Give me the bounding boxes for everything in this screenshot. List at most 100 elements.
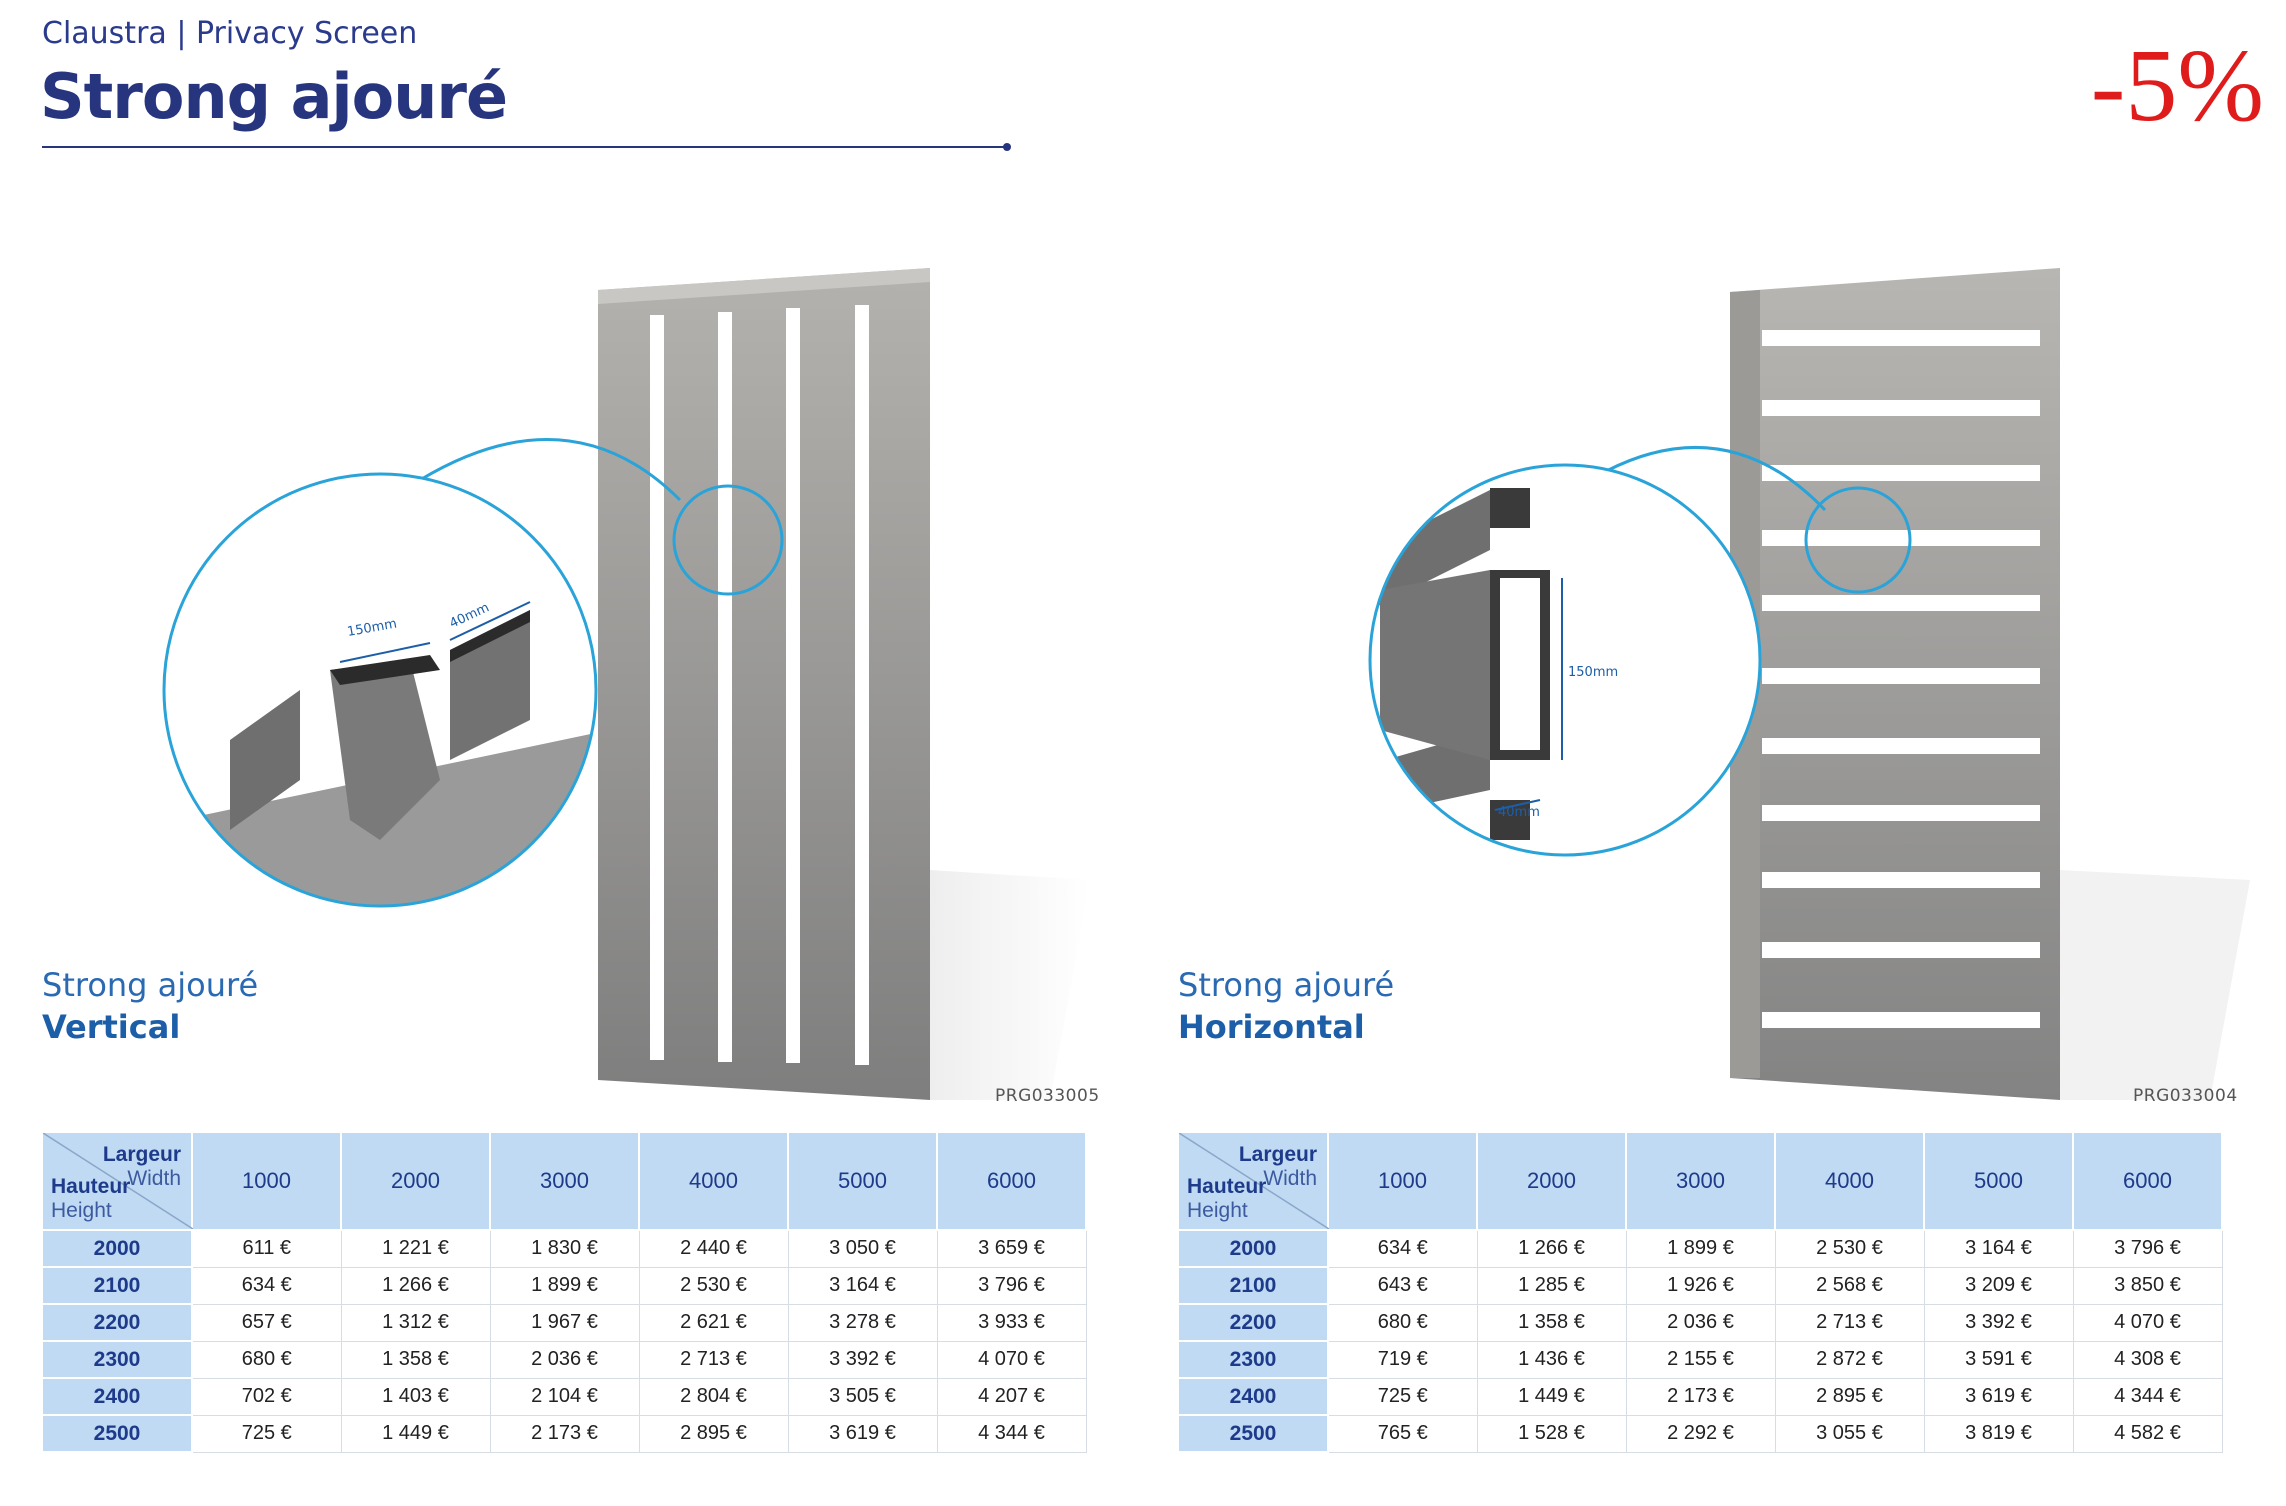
table-row: 2400 702 € 1 403 € 2 104 € 2 804 € 3 505… — [41, 1377, 1087, 1416]
floor-shadow — [930, 870, 1090, 1100]
table-row: 2200 680 € 1 358 € 2 036 € 2 713 € 3 392… — [1177, 1303, 2223, 1342]
price-cell: 4 344 € — [2072, 1377, 2223, 1416]
price-cell: 3 392 € — [1923, 1303, 2074, 1342]
price-cell: 1 967 € — [489, 1303, 640, 1342]
dimension-label: 40mm — [1498, 805, 1540, 820]
variant-orientation: Vertical — [42, 1008, 181, 1046]
panel-slot — [1762, 400, 2040, 416]
price-cell: 4 070 € — [936, 1340, 1087, 1379]
width-column-header: 1000 — [1327, 1131, 1478, 1231]
price-cell: 2 440 € — [638, 1229, 789, 1268]
price-cell: 2 621 € — [638, 1303, 789, 1342]
table-row: 2100 643 € 1 285 € 1 926 € 2 568 € 3 209… — [1177, 1266, 2223, 1305]
price-cell: 3 796 € — [2072, 1229, 2223, 1268]
width-column-header: 5000 — [1923, 1131, 2074, 1231]
height-row-header: 2200 — [41, 1303, 193, 1342]
price-cell: 643 € — [1327, 1266, 1478, 1305]
price-cell: 2 872 € — [1774, 1340, 1925, 1379]
price-cell: 3 164 € — [1923, 1229, 2074, 1268]
panel-slot — [1762, 805, 2040, 821]
vertical-panel-illustration: 150mm 40mm — [162, 268, 1090, 1100]
price-cell: 765 € — [1327, 1414, 1478, 1453]
price-cell: 3 850 € — [2072, 1266, 2223, 1305]
panel-slot — [718, 312, 732, 1062]
price-cell: 3 505 € — [787, 1377, 938, 1416]
width-column-header: 3000 — [1625, 1131, 1776, 1231]
price-cell: 1 358 € — [1476, 1303, 1627, 1342]
panel-slot — [1762, 668, 2040, 684]
height-row-header: 2100 — [1177, 1266, 1329, 1305]
price-cell: 1 403 € — [340, 1377, 491, 1416]
width-label-en: Width — [1263, 1167, 1317, 1190]
width-label-fr: Largeur — [102, 1143, 181, 1166]
height-label-en: Height — [1187, 1199, 1248, 1222]
price-cell: 680 € — [1327, 1303, 1478, 1342]
price-cell: 3 278 € — [787, 1303, 938, 1342]
price-cell: 2 713 € — [638, 1340, 789, 1379]
price-cell: 3 819 € — [1923, 1414, 2074, 1453]
panel-slot — [855, 305, 869, 1065]
width-column-header: 2000 — [1476, 1131, 1627, 1231]
price-cell: 1 358 € — [340, 1340, 491, 1379]
price-cell: 1 221 € — [340, 1229, 491, 1268]
price-cell: 2 568 € — [1774, 1266, 1925, 1305]
width-column-header: 6000 — [2072, 1131, 2223, 1231]
height-row-header: 2000 — [1177, 1229, 1329, 1268]
price-cell: 657 € — [191, 1303, 342, 1342]
horizontal-panel-illustration: 150mm 40mm — [1368, 268, 2250, 1100]
height-label-en: Height — [51, 1199, 112, 1222]
price-cell: 3 659 € — [936, 1229, 1087, 1268]
variant-name: Strong ajouré — [42, 966, 259, 1004]
variant-orientation: Horizontal — [1178, 1008, 1365, 1046]
price-cell: 1 312 € — [340, 1303, 491, 1342]
price-cell: 2 895 € — [638, 1414, 789, 1453]
width-column-header: 1000 — [191, 1131, 342, 1231]
price-cell: 680 € — [191, 1340, 342, 1379]
table-row: 2000 634 € 1 266 € 1 899 € 2 530 € 3 164… — [1177, 1229, 2223, 1268]
zoom-marker — [672, 484, 784, 596]
price-cell: 3 392 € — [787, 1340, 938, 1379]
table-row: 2100 634 € 1 266 € 1 899 € 2 530 € 3 164… — [41, 1266, 1087, 1305]
table-row: 2500 765 € 1 528 € 2 292 € 3 055 € 3 819… — [1177, 1414, 2223, 1453]
price-cell: 1 266 € — [340, 1266, 491, 1305]
table-row: 2200 657 € 1 312 € 1 967 € 2 621 € 3 278… — [41, 1303, 1087, 1342]
height-row-header: 2400 — [41, 1377, 193, 1416]
price-cell: 2 530 € — [638, 1266, 789, 1305]
width-column-header: 5000 — [787, 1131, 938, 1231]
price-cell: 2 713 € — [1774, 1303, 1925, 1342]
price-cell: 3 933 € — [936, 1303, 1087, 1342]
panel-slot — [650, 315, 664, 1060]
panel-frame — [598, 268, 930, 1100]
height-row-header: 2500 — [41, 1414, 193, 1453]
price-cell: 2 036 € — [1625, 1303, 1776, 1342]
panel-slot — [786, 308, 800, 1063]
height-row-header: 2300 — [41, 1340, 193, 1379]
title-underline — [42, 146, 1007, 148]
price-cell: 1 830 € — [489, 1229, 640, 1268]
height-row-header: 2400 — [1177, 1377, 1329, 1416]
table-row: 2500 725 € 1 449 € 2 173 € 2 895 € 3 619… — [41, 1414, 1087, 1453]
price-cell: 2 292 € — [1625, 1414, 1776, 1453]
profile-detail — [164, 474, 596, 906]
panel-slot — [1762, 465, 2040, 481]
price-cell: 3 164 € — [787, 1266, 938, 1305]
table-row: 2000 611 € 1 221 € 1 830 € 2 440 € 3 050… — [41, 1229, 1087, 1268]
price-cell: 2 173 € — [1625, 1377, 1776, 1416]
price-cell: 2 173 € — [489, 1414, 640, 1453]
table-row: 2300 680 € 1 358 € 2 036 € 2 713 € 3 392… — [41, 1340, 1087, 1379]
price-cell: 1 449 € — [1476, 1377, 1627, 1416]
price-cell: 702 € — [191, 1377, 342, 1416]
variant-name: Strong ajouré — [1178, 966, 1395, 1004]
price-cell: 4 308 € — [2072, 1340, 2223, 1379]
variant-title-horizontal: Strong ajouré Horizontal — [1178, 966, 1394, 1046]
price-cell: 3 619 € — [1923, 1377, 2074, 1416]
price-cell: 3 209 € — [1923, 1266, 2074, 1305]
price-cell: 611 € — [191, 1229, 342, 1268]
price-cell: 725 € — [1327, 1377, 1478, 1416]
width-label-fr: Largeur — [1238, 1143, 1317, 1166]
width-column-header: 6000 — [936, 1131, 1087, 1231]
height-row-header: 2500 — [1177, 1414, 1329, 1453]
profile-detail — [1370, 465, 1760, 855]
